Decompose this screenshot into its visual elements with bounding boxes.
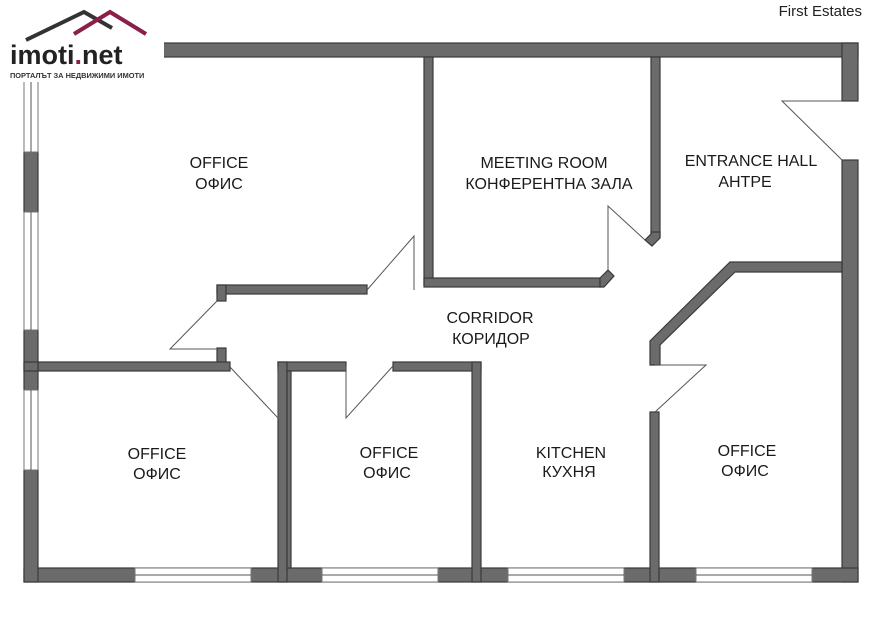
room-label-corridor-bg: КОРИДОР (452, 331, 530, 348)
room-label-meeting-room-bg: КОНФЕРЕНТНА ЗАЛА (465, 176, 633, 193)
room-labels: OFFICE ОФИС MEETING ROOM КОНФЕРЕНТНА ЗАЛ… (128, 153, 818, 483)
room-label-office-right-bg: ОФИС (721, 463, 769, 480)
windows (23, 60, 813, 583)
logo-tld: net (82, 40, 123, 70)
logo-brand: imoti (10, 40, 75, 70)
agency-name: First Estates (779, 3, 862, 20)
room-label-office-large-en: OFFICE (190, 155, 249, 172)
logo-tagline: ПОРТАЛЪТ ЗА НЕДВИЖИМИ ИМОТИ (10, 71, 144, 80)
room-label-entrance-hall-bg: АНТРЕ (718, 174, 771, 191)
walls (23, 42, 859, 583)
room-label-meeting-room-en: MEETING ROOM (480, 155, 607, 172)
room-label-office-large-bg: ОФИС (195, 176, 243, 193)
logo-roof-right (72, 9, 148, 36)
logo-dot: . (75, 40, 83, 70)
room-label-corridor-en: CORRIDOR (446, 310, 533, 327)
room-label-kitchen-en: KITCHEN (536, 445, 606, 462)
room-label-office-bottom-left-bg: ОФИС (133, 466, 181, 483)
doors (168, 100, 843, 420)
room-label-office-bottom-left-en: OFFICE (128, 446, 187, 463)
room-label-office-bottom-middle-en: OFFICE (360, 445, 419, 462)
logo-wordmark: imoti.net (10, 40, 123, 70)
room-label-office-right-en: OFFICE (718, 443, 777, 460)
logo-roof-left (25, 9, 113, 42)
room-label-entrance-hall-en: ENTRANCE HALL (685, 153, 818, 170)
room-label-kitchen-bg: КУХНЯ (542, 464, 595, 481)
imoti-logo: imoti.net ПОРТАЛЪТ ЗА НЕДВИЖИМИ ИМОТИ (8, 9, 164, 82)
room-label-office-bottom-middle-bg: ОФИС (363, 465, 411, 482)
